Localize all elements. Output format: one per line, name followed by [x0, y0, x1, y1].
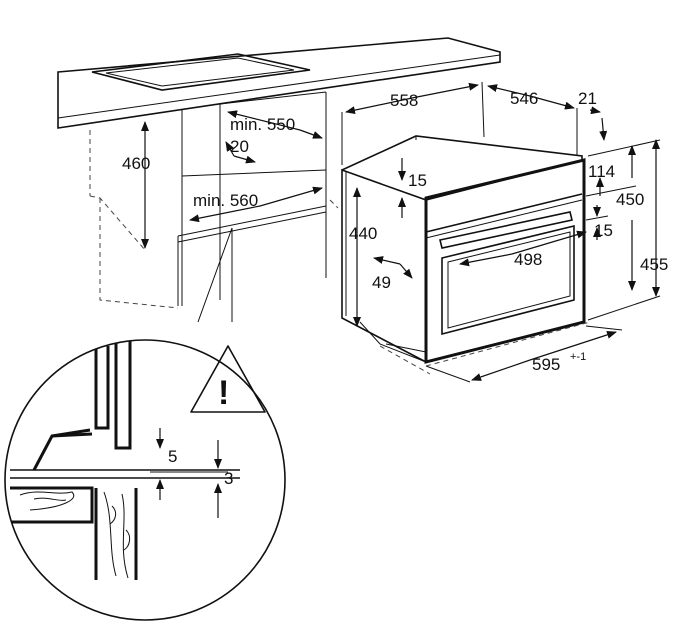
warning-mark: ! [218, 374, 229, 412]
countertop [57, 37, 501, 129]
dim-49: 49 [372, 273, 391, 292]
warning-triangle-icon: ! [190, 345, 266, 413]
cooktop [91, 53, 311, 91]
dim-min-550: min. 550 [230, 115, 295, 134]
cabinet-outline [89, 91, 339, 309]
dim-15-top: 15 [408, 171, 427, 190]
dim-15-side: 15 [594, 221, 613, 240]
dim-460: 460 [122, 154, 150, 173]
oven-dimensions: 558 546 21 15 440 114 450 15 455 498 [341, 81, 668, 383]
dim-546: 546 [510, 89, 538, 108]
dim-498: 498 [514, 250, 542, 269]
dim-440: 440 [349, 224, 377, 243]
dim-595-tolerance: +-1 [570, 351, 586, 363]
oven [341, 135, 586, 364]
dim-450: 450 [616, 190, 644, 209]
cabinet-dimensions: 460 min. 550 20 min. 560 [122, 110, 323, 249]
dim-21: 21 [578, 89, 597, 108]
dim-455: 455 [640, 255, 668, 274]
dim-558: 558 [390, 91, 418, 110]
detail-callout: ! 5 3 [4, 227, 286, 621]
dim-20: 20 [230, 137, 249, 156]
dim-3: 3 [224, 469, 233, 488]
dim-595: 595 [532, 355, 560, 374]
dim-min-560: min. 560 [193, 191, 258, 210]
dim-114: 114 [588, 162, 615, 181]
dim-5: 5 [168, 447, 177, 466]
